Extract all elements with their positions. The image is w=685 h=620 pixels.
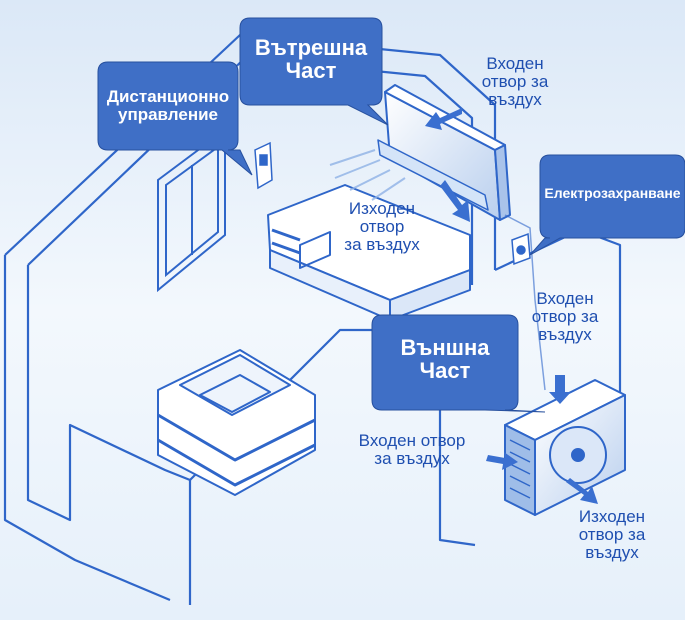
outdoor-unit [504, 379, 626, 516]
indoor-inlet-label: Входен отвор за въздух [455, 55, 575, 109]
outdoor-inlet-top-line1: Входен [536, 289, 594, 308]
outdoor-label-line2: Част [419, 358, 471, 384]
indoor-airflow [329, 149, 406, 201]
outdoor-inlet-top-arrow [549, 375, 571, 404]
remote-label-line1: Дистанционно [106, 87, 230, 106]
remote-bubble-text: Дистанционно управление [98, 88, 238, 124]
armchair [157, 349, 316, 496]
indoor-unit [377, 84, 511, 221]
left-wall [3, 255, 171, 602]
indoor-label-line1: Вътрешна [254, 35, 368, 60]
indoor-label-line2: Част [285, 58, 337, 84]
power-outlet [511, 232, 531, 266]
outdoor-label-line1: Външна [400, 335, 490, 360]
outdoor-inlet-top-line3: въздух [538, 324, 592, 344]
indoor-bubble-text: Вътрешна Част [240, 36, 382, 82]
indoor-outlet-arrow [440, 180, 470, 222]
power-bubble-text: Електрозахранване [540, 186, 685, 201]
indoor-inlet-line3: въздух [488, 89, 542, 109]
outdoor-outlet-line3: въздух [585, 542, 639, 562]
indoor-outlet-line1: Изходен [348, 199, 416, 218]
outdoor-inlet-left-label: Входен отвор за въздух [332, 432, 492, 468]
remote-label-line2: управление [118, 104, 218, 124]
outdoor-inlet-left-line1: Входен отвор [358, 431, 466, 450]
outdoor-outlet-line2: отвор за [578, 524, 646, 544]
outdoor-outlet-line1: Изходен [578, 507, 646, 526]
outdoor-inlet-left-line2: за въздух [374, 448, 450, 468]
indoor-inlet-arrow [425, 108, 462, 130]
indoor-outlet-line2: отвор [359, 216, 405, 236]
outdoor-bubble [371, 314, 546, 413]
outdoor-bubble-text: Външна Част [372, 336, 518, 382]
remote-control [254, 141, 273, 190]
refrigerant-pipe [504, 214, 546, 391]
indoor-outlet-line3: за въздух [344, 234, 420, 254]
indoor-inlet-line2: отвор за [481, 71, 549, 91]
power-label-line1: Електрозахранване [544, 185, 681, 201]
remote-bubble [97, 61, 253, 176]
outdoor-outlet-label: Изходен отвор за въздух [552, 508, 672, 562]
outdoor-inlet-top-label: Входен отвор за въздух [510, 290, 620, 344]
outdoor-inlet-left-arrow [486, 452, 518, 470]
outdoor-outlet-arrow [566, 478, 598, 504]
indoor-inlet-line1: Входен [486, 54, 544, 73]
indoor-bubble [239, 17, 389, 126]
outdoor-inlet-top-line2: отвор за [531, 306, 599, 326]
indoor-outlet-label: Изходен отвор за въздух [322, 200, 442, 254]
